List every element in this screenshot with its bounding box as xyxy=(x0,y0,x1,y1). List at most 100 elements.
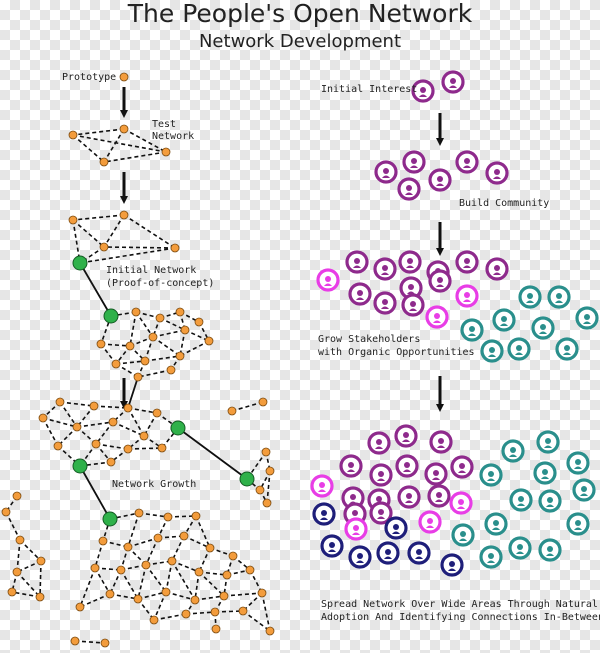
network-link xyxy=(171,560,196,601)
network-node xyxy=(148,332,158,342)
person-icon xyxy=(536,430,560,454)
person-head xyxy=(403,432,409,438)
network-link xyxy=(57,426,78,447)
person-head xyxy=(382,265,388,271)
network-node xyxy=(140,356,150,366)
person-head xyxy=(459,463,465,469)
network-node xyxy=(157,443,167,453)
person-body xyxy=(457,506,465,509)
person-body xyxy=(320,517,328,520)
network-node xyxy=(1,507,11,517)
network-link xyxy=(246,451,267,480)
person-head xyxy=(518,496,524,502)
person-body xyxy=(436,183,444,186)
person-head xyxy=(489,347,495,353)
network-link xyxy=(159,317,186,331)
person-head xyxy=(376,496,382,502)
person-icon xyxy=(397,177,421,201)
hub-node xyxy=(170,420,186,436)
network-node xyxy=(265,626,275,636)
person-head xyxy=(350,494,356,500)
person-icon xyxy=(398,250,422,274)
person-head xyxy=(458,499,464,505)
network-node xyxy=(179,531,189,541)
hub-node xyxy=(72,255,88,271)
person-head xyxy=(348,462,354,468)
person-icon xyxy=(531,316,555,340)
network-node xyxy=(141,560,151,570)
person-head xyxy=(383,168,389,174)
person-body xyxy=(517,503,525,506)
person-body xyxy=(574,527,582,530)
network-node xyxy=(53,441,63,451)
network-node xyxy=(123,444,133,454)
person-body xyxy=(459,538,467,541)
person-head xyxy=(437,176,443,182)
person-icon xyxy=(441,70,465,94)
network-node xyxy=(72,422,82,432)
network-node xyxy=(228,551,238,561)
person-head xyxy=(352,510,358,516)
person-icon xyxy=(397,485,421,509)
person-head xyxy=(449,561,455,567)
network-link xyxy=(112,421,145,437)
person-head xyxy=(517,544,523,550)
network-node xyxy=(261,447,271,457)
network-node xyxy=(204,336,214,346)
network-node xyxy=(222,570,232,580)
network-node xyxy=(238,606,248,616)
person-body xyxy=(415,556,423,559)
network-link xyxy=(127,447,163,450)
person-body xyxy=(516,551,524,554)
community-members xyxy=(310,70,599,577)
network-node xyxy=(153,533,163,543)
person-icon xyxy=(312,502,336,526)
label-grow-stakeholders-line2: with Organic Opportunities xyxy=(318,347,475,358)
network-node xyxy=(190,595,200,605)
person-head xyxy=(354,258,360,264)
network-link xyxy=(94,567,111,595)
network-link xyxy=(167,515,197,518)
network-node xyxy=(257,588,267,598)
network-node xyxy=(68,215,78,225)
person-body xyxy=(487,478,495,481)
network-link xyxy=(195,515,211,549)
person-head xyxy=(321,510,327,516)
network-link xyxy=(76,405,95,428)
person-icon xyxy=(427,484,451,508)
person-body xyxy=(515,352,523,355)
network-link xyxy=(72,219,105,248)
person-head xyxy=(407,258,413,264)
person-head xyxy=(469,326,475,332)
network-link xyxy=(100,315,112,345)
person-icon xyxy=(402,150,426,174)
person-head xyxy=(581,486,587,492)
person-body xyxy=(426,525,434,528)
network-node xyxy=(116,565,126,575)
person-icon xyxy=(566,451,590,475)
person-head xyxy=(464,292,470,298)
network-link xyxy=(72,214,125,221)
network-link xyxy=(242,610,271,632)
network-node xyxy=(181,609,191,619)
network-node xyxy=(90,563,100,573)
person-head xyxy=(416,549,422,555)
person-body xyxy=(468,333,476,336)
person-icon xyxy=(547,285,571,309)
person-icon xyxy=(345,250,369,274)
network-link xyxy=(153,613,187,621)
person-head xyxy=(406,185,412,191)
person-head xyxy=(404,462,410,468)
label-grow-stakeholders-line1: Grow Stakeholders xyxy=(318,334,421,345)
network-link xyxy=(123,214,176,249)
person-head xyxy=(556,293,562,299)
person-head xyxy=(378,509,384,515)
person-icon xyxy=(369,463,393,487)
person-head xyxy=(434,313,440,319)
person-icon xyxy=(501,439,525,463)
label-test-network-line1: Test xyxy=(152,119,177,130)
person-head xyxy=(319,482,325,488)
person-icon xyxy=(479,545,503,569)
person-head xyxy=(420,87,426,93)
person-icon xyxy=(376,541,400,565)
